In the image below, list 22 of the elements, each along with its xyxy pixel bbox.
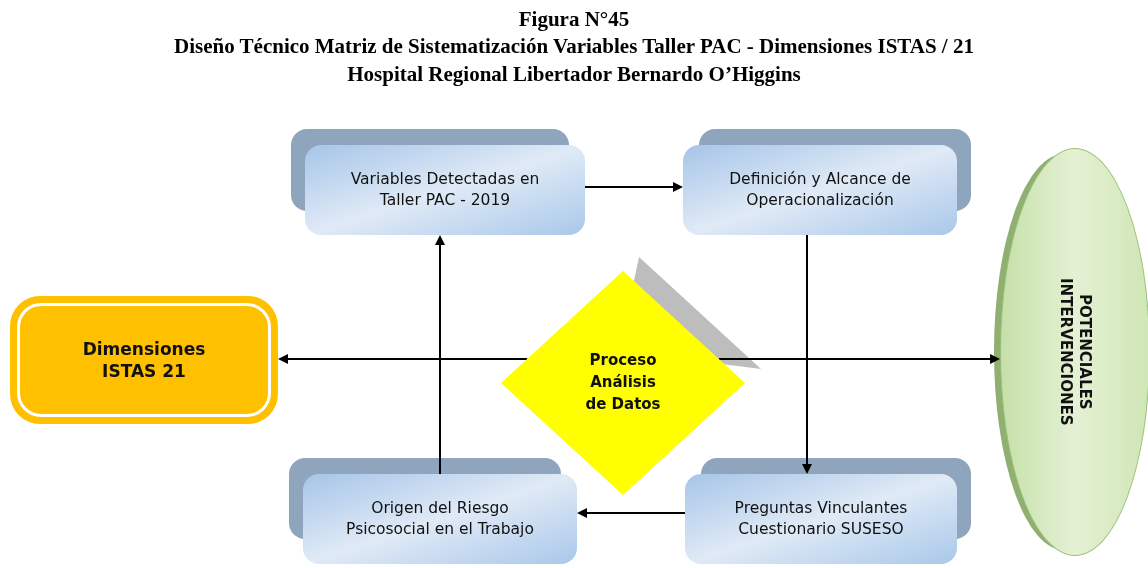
arrow <box>278 354 529 364</box>
node-text: Origen del Riesgo Psicosocial en el Trabajo <box>346 499 534 538</box>
decision-diamond <box>501 271 745 495</box>
arrow <box>435 235 445 475</box>
arrow <box>802 234 812 474</box>
highlight-box <box>10 296 278 424</box>
node-text: Dimensiones ISTAS 21 <box>82 338 206 381</box>
arrow <box>584 182 683 192</box>
node-text: Proceso Análisis de Datos <box>585 351 661 413</box>
node-text: Preguntas Vinculantes Cuestionario SUSESO <box>734 499 908 538</box>
figure-title: Figura N°45 <box>518 6 630 33</box>
process-box <box>303 474 577 564</box>
process-box <box>685 474 957 564</box>
node-text: Definición y Alcance de Operacionalización <box>729 170 911 209</box>
figure-subtitle: Hospital Regional Libertador Bernardo O’Higgins <box>347 60 801 88</box>
figure-subtitle: Diseño Técnico Matriz de Sistematización Variables Taller PAC - Dimensiones ISTAS / 21 <box>174 33 974 61</box>
arrow <box>717 354 1001 364</box>
node-text: POTENCIALES INTERVENCIONES <box>1057 278 1094 426</box>
process-box <box>683 145 957 235</box>
arrow <box>577 508 686 518</box>
node-text: Variables Detectadas en Taller PAC - 2019 <box>350 170 540 209</box>
process-box <box>305 145 585 235</box>
